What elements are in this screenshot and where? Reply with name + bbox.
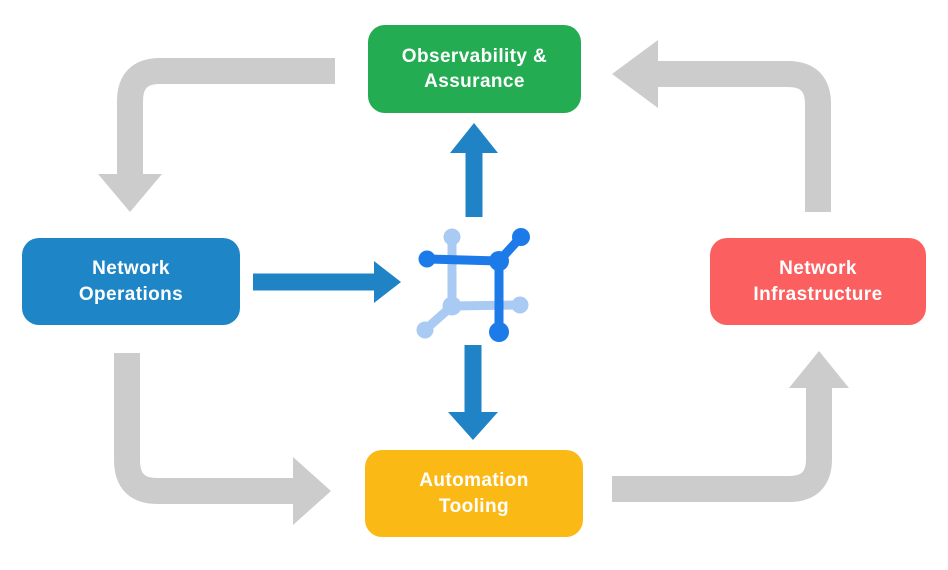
node-observability-assurance-label: Observability & Assurance [401,45,548,92]
node-observability-assurance: Observability & Assurance [368,25,581,113]
node-automation-tooling-label: Automation Tooling [419,470,529,517]
node-network-infrastructure-label: Network Infrastructure [753,258,883,305]
cycle-arrow-infrastructure-to-observability [612,40,831,212]
flow-arrow-center-to-automation [448,345,498,440]
network-mesh-icon-light-part [416,228,529,339]
cycle-arrow-operations-to-automation [114,353,331,525]
node-automation-tooling: Automation Tooling [365,450,583,537]
node-network-operations-label: Network Operations [78,258,184,305]
node-network-operations: Network Operations [22,238,240,325]
flow-arrow-operations-to-center [253,261,401,303]
network-mesh-icon [416,228,530,342]
flow-arrow-center-to-observability [450,123,498,217]
cycle-arrow-observability-to-operations [98,58,335,212]
cycle-arrow-automation-to-infrastructure [612,351,849,502]
node-network-infrastructure: Network Infrastructure [710,238,926,325]
network-mesh-icon-dark-part [418,228,530,342]
